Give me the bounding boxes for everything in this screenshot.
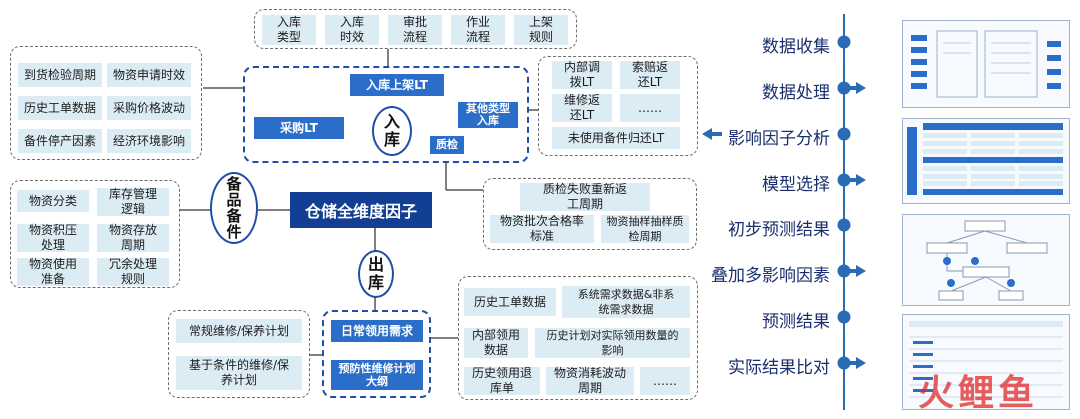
qc-batch-pass-rate: 物资批次合格率 标准 bbox=[490, 214, 594, 243]
left-box-history-orders: 历史工单数据 bbox=[18, 96, 102, 120]
timeline-dot-1 bbox=[837, 35, 851, 49]
thumbnail-result-table bbox=[902, 314, 1070, 410]
out-system-demand: 系统需求数据&非系 统需求数据 bbox=[562, 286, 690, 318]
top-box-shelving-rules: 上架 规则 bbox=[514, 15, 568, 45]
step-initial-forecast: 初步预测结果 bbox=[728, 220, 830, 240]
spare-box-inventory-logic: 库存管理 逻辑 bbox=[97, 187, 169, 216]
step-forecast-result: 预测结果 bbox=[762, 312, 830, 332]
out-history-orders: 历史工单数据 bbox=[464, 288, 556, 316]
out-return-orders: 历史领用退 库单 bbox=[464, 366, 540, 395]
step-factor-analysis: 影响因子分析 bbox=[728, 129, 830, 149]
spare-box-storage-cycle: 物资存放 周期 bbox=[97, 223, 169, 252]
center-node: 仓储全维度因子 bbox=[290, 192, 432, 228]
right-top-ellipsis: …… bbox=[620, 94, 680, 122]
step-data-processing: 数据处理 bbox=[762, 83, 830, 103]
claim-return-lt: 索赔返 还LT bbox=[620, 60, 680, 89]
watermark-logo: 火鲤鱼 bbox=[918, 373, 1039, 414]
preventive-maint-plan: 预防性维修计划 大纲 bbox=[331, 360, 423, 390]
inbound-shelving-lt: 入库上架LT bbox=[350, 74, 444, 96]
arrow-right-icon bbox=[856, 82, 866, 94]
thumbnail-data-flow bbox=[902, 20, 1070, 108]
arrow-right-icon bbox=[856, 357, 866, 369]
timeline-dot-5 bbox=[837, 218, 851, 232]
spare-box-usage-prep: 物资使用 准备 bbox=[17, 257, 89, 286]
step-overlay-factors: 叠加多影响因素 bbox=[711, 266, 830, 286]
top-box-inbound-timeliness: 入库 时效 bbox=[325, 15, 379, 45]
top-box-approval-flow: 审批 流程 bbox=[388, 15, 442, 45]
out-plan-vs-actual: 历史计划对实际领用数量的 影响 bbox=[535, 328, 690, 358]
arrow-left-icon bbox=[702, 128, 712, 140]
mini-tree bbox=[926, 220, 1048, 301]
purchase-lt: 采购LT bbox=[254, 117, 344, 139]
left-box-economic-impact: 经济环境影响 bbox=[107, 129, 191, 153]
qc-fail-rework-cycle: 质检失败重新返 工周期 bbox=[520, 182, 650, 211]
left-box-request-timeliness: 物资申请时效 bbox=[107, 63, 191, 87]
spare-parts-circle: 备 品 备 件 bbox=[210, 172, 258, 244]
top-box-inbound-type: 入库 类型 bbox=[262, 15, 316, 45]
thumbnail-factor-table bbox=[902, 118, 1070, 204]
spare-box-redundancy-rules: 冗余处理 规则 bbox=[97, 257, 169, 286]
outbound-circle: 出 库 bbox=[358, 250, 394, 298]
left-box-arrival-inspection: 到货检验周期 bbox=[18, 63, 102, 87]
unused-parts-return-lt: 未使用备件归还LT bbox=[552, 127, 680, 149]
step-model-selection: 模型选择 bbox=[762, 175, 830, 195]
timeline-line bbox=[843, 14, 845, 410]
top-box-work-flow: 作业 流程 bbox=[451, 15, 505, 45]
left-box-price-fluctuation: 采购价格波动 bbox=[107, 96, 191, 120]
arrow-right-icon bbox=[856, 265, 866, 277]
daily-demand: 日常领用需求 bbox=[331, 320, 423, 342]
out-ellipsis: …… bbox=[640, 367, 690, 395]
out-internal-usage: 内部领用 数据 bbox=[464, 328, 528, 358]
condition-maint-plan: 基于条件的维修/保 养计划 bbox=[176, 356, 302, 390]
routine-maint-plan: 常规维修/保养计划 bbox=[176, 319, 302, 343]
step-actual-comparison: 实际结果比对 bbox=[728, 358, 830, 378]
arrow-right-icon bbox=[856, 174, 866, 186]
other-inbound-types: 其他类型 入库 bbox=[458, 102, 518, 128]
timeline-dot-3 bbox=[837, 127, 851, 141]
timeline-dot-7 bbox=[837, 310, 851, 324]
mini-flow-diagram bbox=[911, 30, 1061, 98]
spare-box-classification: 物资分类 bbox=[17, 190, 89, 212]
step-data-collection: 数据收集 bbox=[762, 37, 830, 57]
quality-check: 质检 bbox=[430, 136, 464, 154]
thumbnail-decision-tree bbox=[902, 214, 1070, 306]
repair-return-lt: 维修返 还LT bbox=[552, 93, 612, 122]
timeline-markers bbox=[702, 35, 866, 370]
mini-table bbox=[907, 123, 1063, 195]
internal-transfer-lt: 内部调 拨LT bbox=[552, 60, 612, 89]
qc-sampling-cycle: 物资抽样抽样质 检周期 bbox=[601, 215, 689, 243]
mini-result-table bbox=[909, 321, 1063, 398]
inbound-circle: 入 库 bbox=[372, 106, 412, 156]
out-consumption-cycle: 物资消耗波动 周期 bbox=[546, 366, 634, 395]
spare-box-overstock: 物资积压 处理 bbox=[17, 223, 89, 252]
left-box-discontinued-parts: 备件停产因素 bbox=[18, 129, 102, 153]
